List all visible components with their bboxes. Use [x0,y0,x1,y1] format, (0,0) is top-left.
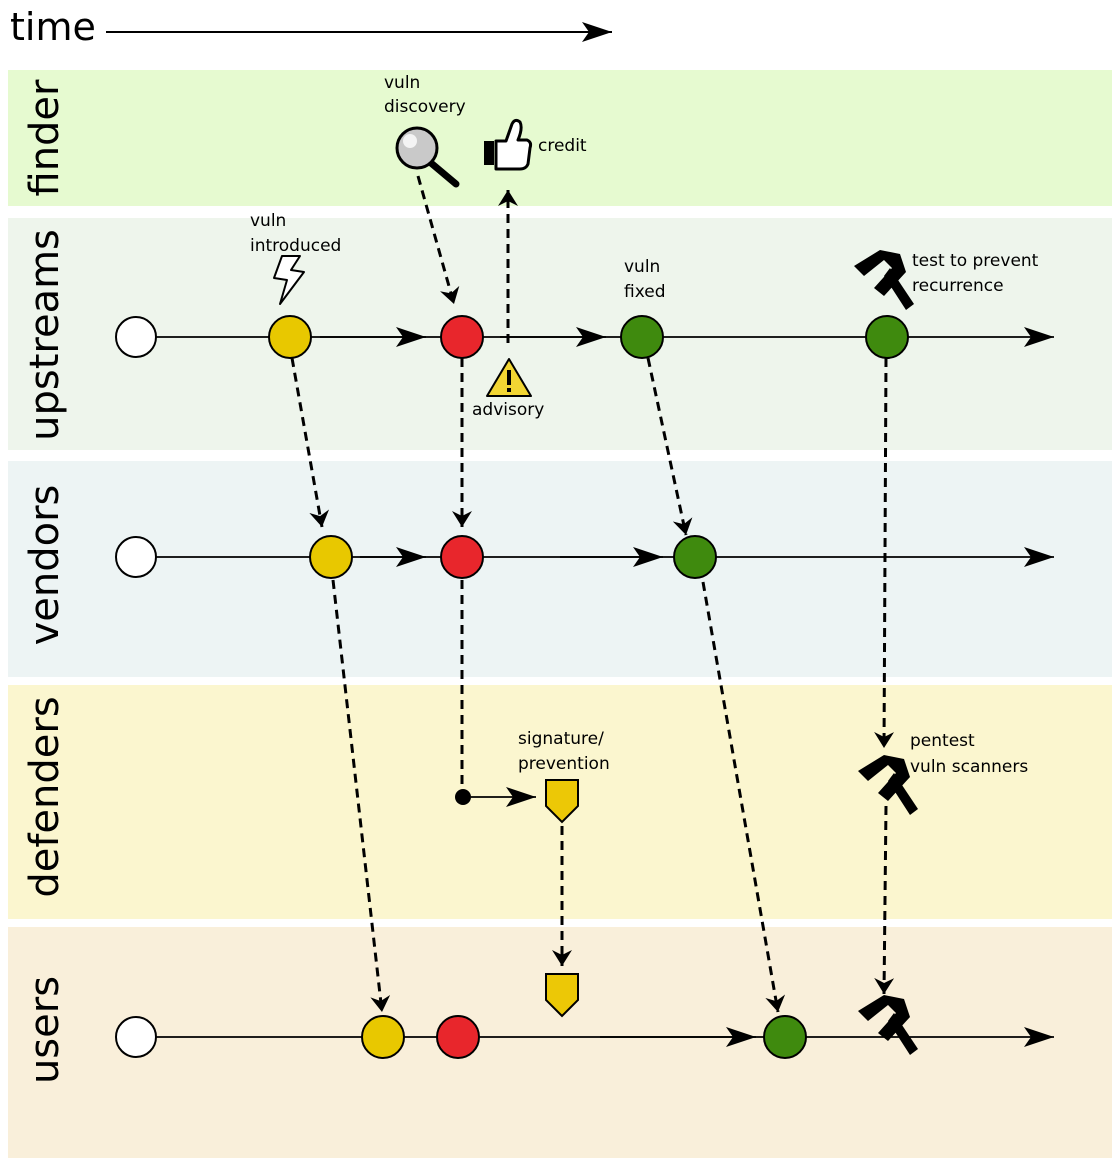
lane-label-finder: finder [22,79,68,197]
vuln-introduced-label-1: vuln [250,211,286,231]
credit-label: credit [538,136,587,156]
upstreams-vuln-fixed-node [620,315,664,359]
pentest-label-1: pentest [910,731,975,751]
shield-icon [545,973,579,1018]
vuln-fixed-label-1: vuln [624,257,660,277]
pentest-label-2: vuln scanners [910,757,1028,777]
magnifier-icon [395,126,460,188]
users-start-node [115,1016,157,1058]
lane-label-vendors: vendors [22,485,68,646]
users-fixed-node [763,1015,807,1059]
lane-vendors-band [8,461,1112,677]
users-discovered-node [436,1015,480,1059]
shield-icon [545,779,579,824]
vendors-start-node [115,536,157,578]
signature-label-2: prevention [518,754,610,774]
upstreams-vuln-discovered-node [440,315,484,359]
users-vuln-node [361,1015,405,1059]
defenders-event-dot [455,789,471,805]
warning-icon [486,358,532,397]
lane-label-users: users [22,976,68,1084]
lane-finder-band [8,70,1112,206]
upstreams-start-node [115,316,157,358]
vuln-discovery-label-2: discovery [384,97,466,117]
vendors-discovered-node [440,535,484,579]
lane-upstreams-band [8,218,1112,450]
test-to-prevent-label-2: recurrence [912,276,1004,296]
fix-to-vendor-arrow [646,357,693,536]
test-to-defenders-arrow [874,357,895,749]
lane-label-upstreams: upstreams [22,229,68,441]
thumbs-up-icon [484,118,533,171]
lane-users-band [8,927,1112,1158]
signature-label-1: signature/ [518,729,604,749]
vuln-discovery-label-1: vuln [384,73,420,93]
introduced-to-vendor-arrow [290,357,330,528]
discovery-to-upstream-arrow [416,175,460,305]
upstreams-vuln-introduced-node [268,315,312,359]
vendor-vuln-to-users-arrow [331,579,391,1013]
vendors-vuln-node [309,535,353,579]
vendors-fixed-node [673,535,717,579]
upstreams-test-node [865,315,909,359]
pentest-to-users-arrow [874,805,895,995]
lightning-icon [273,255,305,305]
test-to-prevent-label-1: test to prevent [912,251,1039,271]
advisory-label: advisory [472,400,544,420]
lane-label-defenders: defenders [22,696,68,897]
time-label: time [10,5,96,49]
vuln-fixed-label-2: fixed [624,282,666,302]
vuln-introduced-label-2: introduced [250,236,341,256]
vendor-fix-to-users-arrow [701,581,786,1013]
